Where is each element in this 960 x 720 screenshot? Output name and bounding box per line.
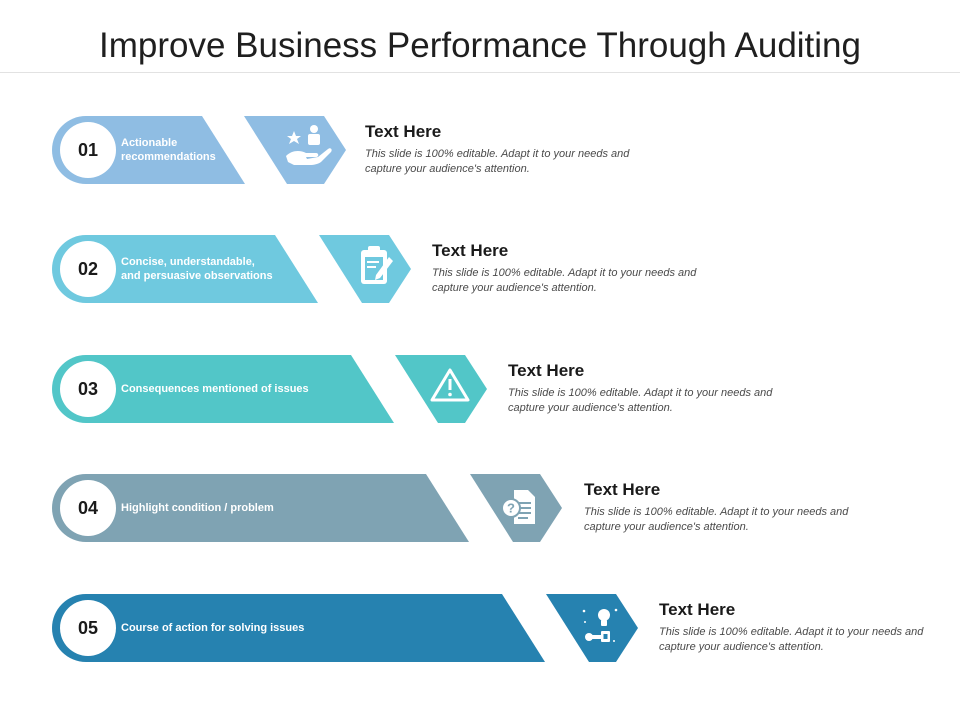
clipboard-pencil-icon: [319, 235, 411, 303]
step-description-1: Text Here This slide is 100% editable. A…: [365, 122, 635, 177]
step-description-5: Text Here This slide is 100% editable. A…: [659, 600, 929, 655]
question-document-icon: ?: [470, 474, 562, 542]
step-label-4: Highlight condition / problem: [121, 502, 274, 514]
step-number-1: 01: [60, 122, 116, 178]
step-bar-2: [52, 235, 318, 303]
step-heading-1: Text Here: [365, 122, 442, 141]
step-body-4: This slide is 100% editable. Adapt it to…: [584, 506, 849, 533]
step-row-4: 04 Highlight condition / problem ? Text …: [0, 474, 960, 544]
step-number-3: 03: [60, 361, 116, 417]
step-heading-2: Text Here: [432, 241, 509, 260]
step-body-5: This slide is 100% editable. Adapt it to…: [659, 626, 924, 653]
step-heading-5: Text Here: [659, 600, 736, 619]
step-description-4: Text Here This slide is 100% editable. A…: [584, 480, 854, 535]
step-description-2: Text Here This slide is 100% editable. A…: [432, 241, 702, 296]
step-label-5: Course of action for solving issues: [121, 622, 305, 634]
step-body-3: This slide is 100% editable. Adapt it to…: [508, 387, 773, 414]
title-divider: [0, 72, 960, 73]
step-description-3: Text Here This slide is 100% editable. A…: [508, 361, 778, 416]
svg-text:?: ?: [507, 501, 515, 516]
warning-triangle-icon: [395, 355, 487, 423]
step-row-1: 01 Actionable recommendations Text Here …: [0, 116, 960, 186]
step-heading-4: Text Here: [584, 480, 661, 499]
step-bar-4: [52, 474, 469, 542]
page-title: Improve Business Performance Through Aud…: [99, 26, 861, 65]
step-number-2: 02: [60, 241, 116, 297]
step-row-5: 05 Course of action for solving issues T…: [0, 594, 960, 664]
hand-star-person-icon: [244, 116, 346, 184]
step-heading-3: Text Here: [508, 361, 585, 380]
step-number-4: 04: [60, 480, 116, 536]
step-label-3: Consequences mentioned of issues: [121, 383, 309, 395]
step-row-3: 03 Consequences mentioned of issues Text…: [0, 355, 960, 425]
step-body-1: This slide is 100% editable. Adapt it to…: [365, 148, 630, 175]
step-bar-5: [52, 594, 545, 662]
step-number-5: 05: [60, 600, 116, 656]
step-body-2: This slide is 100% editable. Adapt it to…: [432, 267, 697, 294]
step-bar-3: [52, 355, 394, 423]
lightbulb-key-icon: [546, 594, 638, 662]
step-label-1: Actionable recommendations: [121, 137, 216, 163]
step-label-2: Concise, understandable, and persuasive …: [121, 256, 273, 282]
step-row-2: 02 Concise, understandable, and persuasi…: [0, 235, 960, 305]
